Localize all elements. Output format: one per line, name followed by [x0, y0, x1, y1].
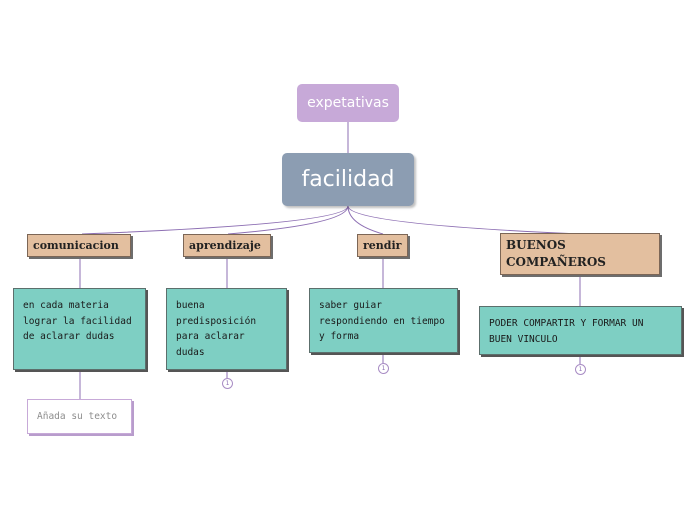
connector-central-buenos — [347, 205, 581, 235]
leaf-node-aprendizaje[interactable]: buena predisposición para aclarar dudas — [166, 288, 287, 370]
branch-label: comunicacion — [33, 239, 119, 252]
placeholder-label: Añada su texto — [37, 411, 118, 422]
connector-central-rendir — [347, 205, 384, 235]
branch-label: aprendizaje — [189, 239, 261, 252]
leaf-text: saber guiar respondiendo en tiempo y for… — [319, 300, 445, 342]
top-node-label: expetativas — [307, 95, 389, 111]
connector-central-comunicacion — [81, 205, 349, 235]
add-text-placeholder[interactable]: Añada su texto — [27, 399, 132, 434]
leaf-text: buena predisposición para aclarar dudas — [176, 300, 257, 358]
leaf-node-comunicacion[interactable]: en cada materia lograr la facilidad de a… — [13, 288, 146, 370]
collapsed-count-badge[interactable]: 1 — [378, 363, 389, 374]
branch-node-comunicacion[interactable]: comunicacion — [27, 234, 131, 257]
branch-label: rendir — [363, 239, 402, 252]
leaf-node-buenos-companeros[interactable]: PODER COMPARTIR Y FORMAR UN BUEN VINCULO — [479, 306, 682, 355]
leaf-text: PODER COMPARTIR Y FORMAR UN BUEN VINCULO — [489, 318, 644, 345]
collapsed-count-badge[interactable]: 1 — [222, 378, 233, 389]
top-node[interactable]: expetativas — [297, 84, 399, 122]
branch-node-rendir[interactable]: rendir — [357, 234, 408, 257]
branch-label: BUENOS COMPAÑEROS — [506, 238, 606, 269]
central-node[interactable]: facilidad — [282, 153, 414, 206]
central-node-label: facilidad — [301, 167, 395, 192]
branch-node-buenos-companeros[interactable]: BUENOS COMPAÑEROS — [500, 233, 660, 275]
collapsed-count-badge[interactable]: 1 — [575, 364, 586, 375]
leaf-text: en cada materia lograr la facilidad de a… — [23, 300, 132, 342]
branch-node-aprendizaje[interactable]: aprendizaje — [183, 234, 271, 257]
leaf-node-rendir[interactable]: saber guiar respondiendo en tiempo y for… — [309, 288, 458, 353]
connector-central-aprendizaje — [227, 205, 349, 235]
